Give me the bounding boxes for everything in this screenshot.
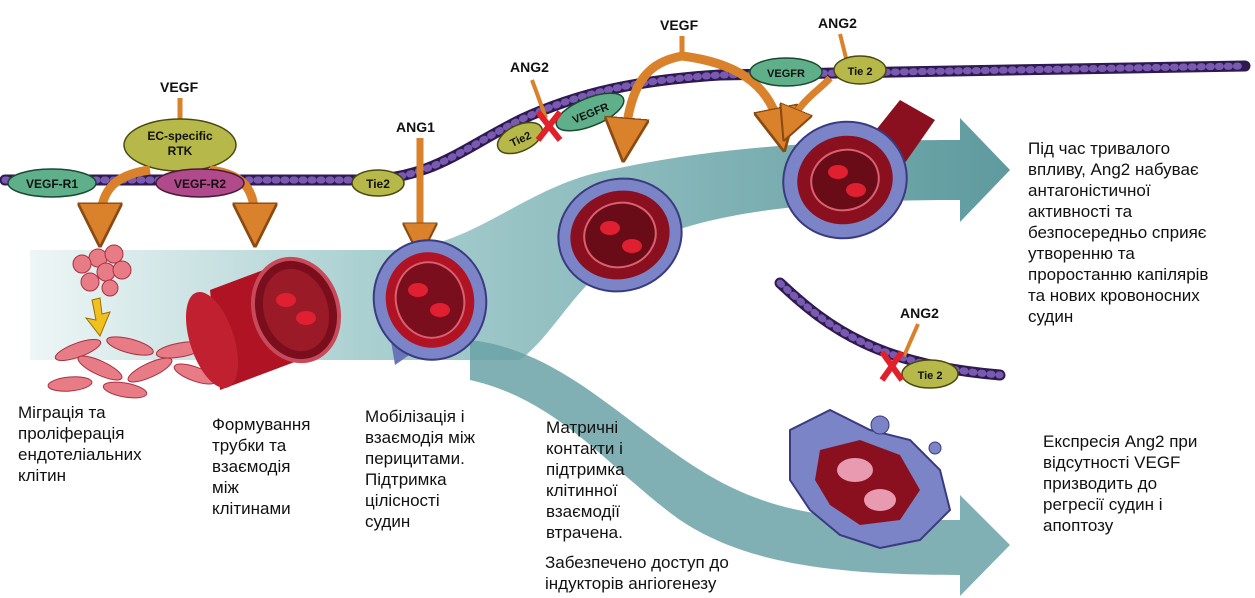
tie2-label-3: Tie 2: [848, 66, 873, 78]
caption-regression: Експресія Ang2 при відсутності VEGF приз…: [1043, 431, 1243, 536]
ec-rtk-label-line2: RTK: [168, 144, 193, 158]
vegf-label-1: VEGF: [160, 79, 199, 95]
vegf-label-2: VEGF: [660, 17, 699, 33]
caption-stage1: Міграція та проліферація ендотеліальних …: [18, 402, 198, 486]
ang2-label-2: ANG2: [818, 15, 857, 31]
ang2-label-1: ANG2: [510, 59, 549, 75]
ec-rtk-label-line1: EC-specific: [147, 129, 213, 143]
tie2-label-1: Tie2: [366, 177, 390, 191]
ang1-label: ANG1: [396, 119, 435, 135]
caption-stage4-loss: Матричні контакти і підтримка клітинної …: [546, 417, 686, 543]
caption-stage3: Мобілізація і взаємодія між перицитами. …: [365, 406, 525, 532]
caption-stage4-access: Забезпечено доступ до індукторів ангіоге…: [545, 552, 785, 594]
vegf-r1-label: VEGF-R1: [26, 177, 78, 191]
ang2-label-3: ANG2: [900, 305, 939, 321]
caption-prolonged-ang2: Під час тривалого впливу, Ang2 набуває а…: [1028, 138, 1253, 327]
vegf-r2-label: VEGF-R2: [174, 177, 226, 191]
caption-stage2: Формування трубки та взаємодія між кліти…: [212, 414, 342, 519]
tie2-label-4: Tie 2: [918, 370, 943, 382]
vegfr-label-2: VEGFR: [767, 68, 805, 80]
